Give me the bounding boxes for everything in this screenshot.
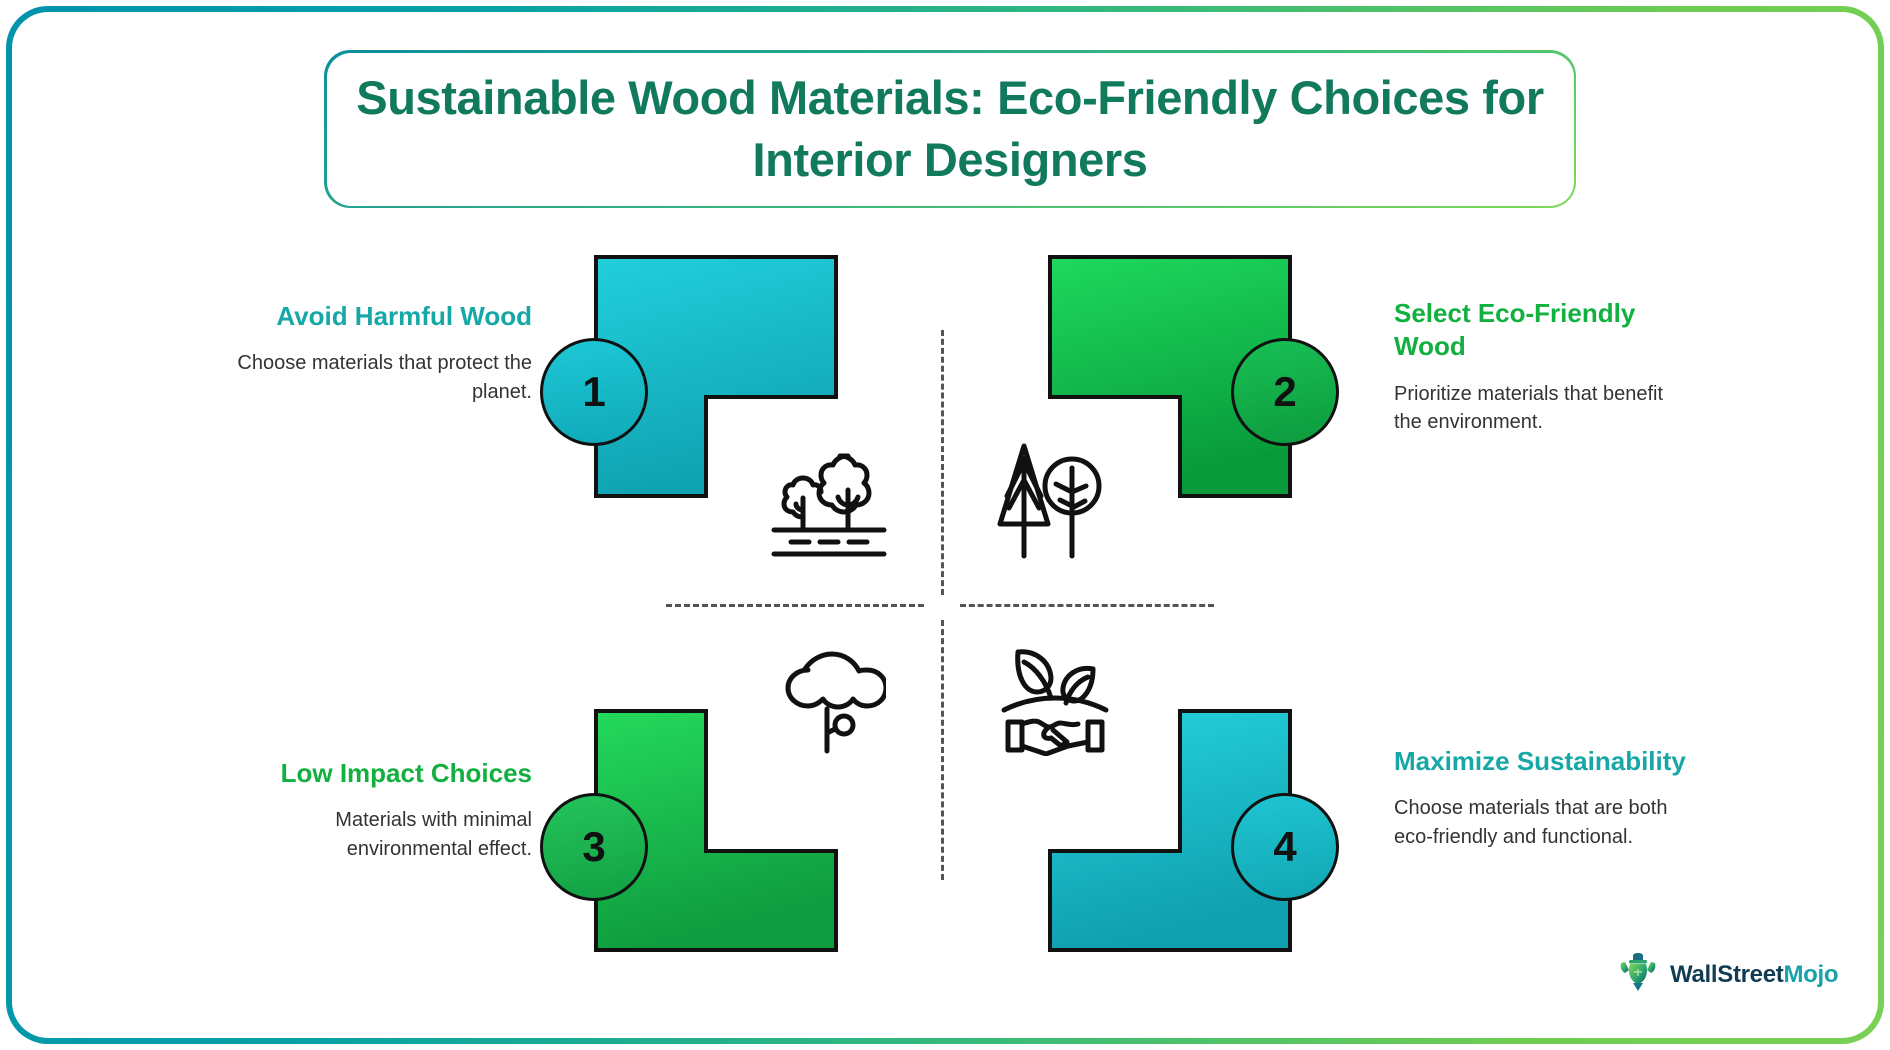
brand-logo: WallStreetMojo bbox=[1616, 950, 1839, 999]
l-shape-block-4 bbox=[1048, 709, 1292, 952]
divider-vertical-top bbox=[941, 330, 944, 595]
l-shape-block-3 bbox=[594, 709, 838, 952]
quadrant-text-3: Low Impact Choices Materials with minima… bbox=[232, 757, 532, 863]
title-card-inner: Sustainable Wood Materials: Eco-Friendly… bbox=[326, 52, 1574, 206]
page-title: Sustainable Wood Materials: Eco-Friendly… bbox=[356, 70, 1544, 186]
quadrant-heading-3: Low Impact Choices bbox=[280, 758, 532, 788]
step-number-badge-1: 1 bbox=[540, 338, 648, 446]
quadrant-body-2: Prioritize materials that benefit the en… bbox=[1394, 382, 1664, 433]
quadrant-heading-1: Avoid Harmful Wood bbox=[276, 301, 532, 331]
outer-gradient-frame: Sustainable Wood Materials: Eco-Friendly… bbox=[6, 6, 1884, 1044]
quadrant-heading-2: Select Eco-Friendly Wood bbox=[1394, 298, 1636, 362]
step-number-badge-2: 2 bbox=[1231, 338, 1339, 446]
conifer-and-round-tree-icon bbox=[994, 440, 1102, 560]
divider-horizontal-left bbox=[666, 604, 924, 607]
wallstreetmojo-bull-icon bbox=[1616, 950, 1660, 999]
quadrant-heading-4: Maximize Sustainability bbox=[1394, 746, 1686, 776]
sprout-handshake-icon bbox=[1000, 644, 1110, 756]
frame-inner-canvas: Sustainable Wood Materials: Eco-Friendly… bbox=[12, 12, 1878, 1038]
divider-horizontal-right bbox=[960, 604, 1214, 607]
quadrant-body-3: Materials with minimal environmental eff… bbox=[335, 809, 532, 860]
quadrant-text-1: Avoid Harmful Wood Choose materials that… bbox=[232, 300, 532, 406]
brand-logo-text: WallStreetMojo bbox=[1670, 960, 1839, 989]
quadrant-text-4: Maximize Sustainability Choose materials… bbox=[1394, 745, 1694, 851]
l-shape-block-2 bbox=[1048, 255, 1292, 498]
title-card: Sustainable Wood Materials: Eco-Friendly… bbox=[324, 50, 1576, 208]
quadrant-body-4: Choose materials that are both eco-frien… bbox=[1394, 797, 1668, 848]
step-number-badge-4: 4 bbox=[1231, 793, 1339, 901]
quadrant-text-2: Select Eco-Friendly Wood Prioritize mate… bbox=[1394, 297, 1694, 436]
cloud-tree-icon bbox=[774, 647, 886, 755]
two-trees-ground-icon bbox=[770, 450, 888, 558]
divider-vertical-bottom bbox=[941, 620, 944, 880]
step-number-badge-3: 3 bbox=[540, 793, 648, 901]
brand-name-secondary: Mojo bbox=[1783, 960, 1839, 988]
brand-name-primary: WallStreet bbox=[1670, 960, 1784, 988]
l-shape-block-1 bbox=[594, 255, 838, 498]
quadrant-body-1: Choose materials that protect the planet… bbox=[237, 352, 532, 403]
